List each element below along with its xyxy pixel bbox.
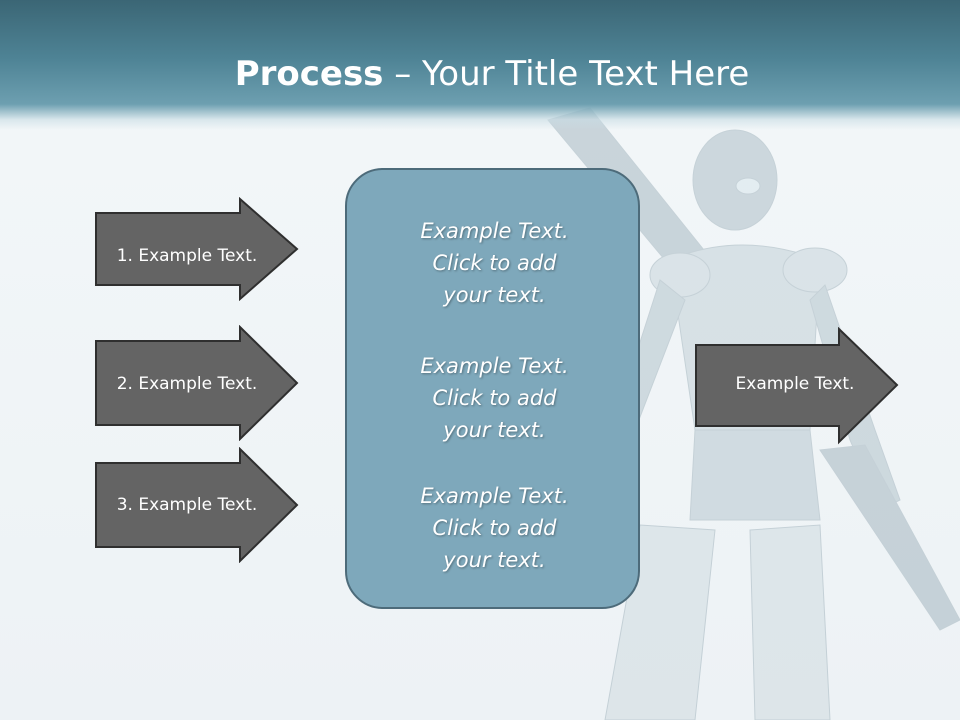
arrow-label-1: 1. Example Text. xyxy=(116,246,258,266)
title-bar xyxy=(0,0,960,130)
arrow-shape-1[interactable] xyxy=(94,197,300,301)
arrow-shape-right[interactable] xyxy=(694,327,900,445)
arrow-label-right: Example Text. xyxy=(735,374,855,394)
center-paragraph-3: Example Text. Click to add your text. xyxy=(420,484,569,572)
arrow-shape-2[interactable] xyxy=(94,325,300,441)
center-paragraph-2: Example Text. Click to add your text. xyxy=(420,354,569,442)
title-rest: – Your Title Text Here xyxy=(383,54,750,94)
center-paragraph-1: Example Text. Click to add your text. xyxy=(420,219,569,307)
arrow-shape-3[interactable] xyxy=(94,447,300,563)
title-bold: Process xyxy=(234,54,384,94)
slide-title[interactable]: Process – Your Title Text Here xyxy=(0,52,960,96)
arrow-label-2: 2. Example Text. xyxy=(116,374,258,394)
center-text-box[interactable]: Example Text. Click to add your text. Ex… xyxy=(345,168,640,609)
arrow-label-3: 3. Example Text. xyxy=(116,495,258,515)
